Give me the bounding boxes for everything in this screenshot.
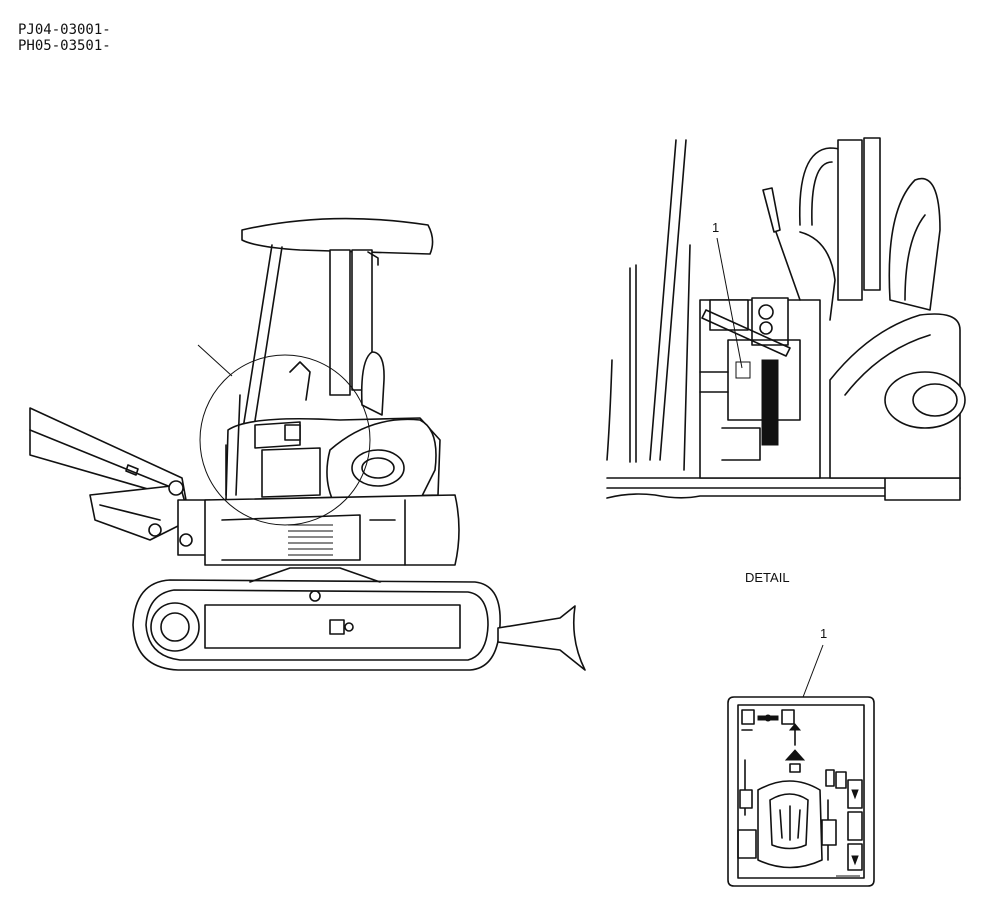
upper-structure [225,361,441,506]
swing-frame [204,494,460,566]
dozer-blade [497,605,586,671]
serial-number-2: PH05-03501- [18,38,111,54]
canopy-posts [241,244,379,441]
enlarged-detail-view: 1 [606,137,966,501]
decal-drawing: 1 [727,626,875,887]
callout-number-decal: 1 [820,626,827,641]
serial-number-1: PJ04-03001- [18,22,111,38]
detail-circle [197,344,371,526]
crawler-track [132,567,501,671]
detail-label: DETAIL [745,570,790,585]
operator-seat [360,351,385,416]
callout-number-detail: 1 [712,220,719,235]
excavator-side-view [29,217,586,671]
boom-arm [29,407,211,556]
serial-number-list: PJ04-03001- PH05-03501- [18,22,111,54]
canopy-roof [241,217,434,255]
